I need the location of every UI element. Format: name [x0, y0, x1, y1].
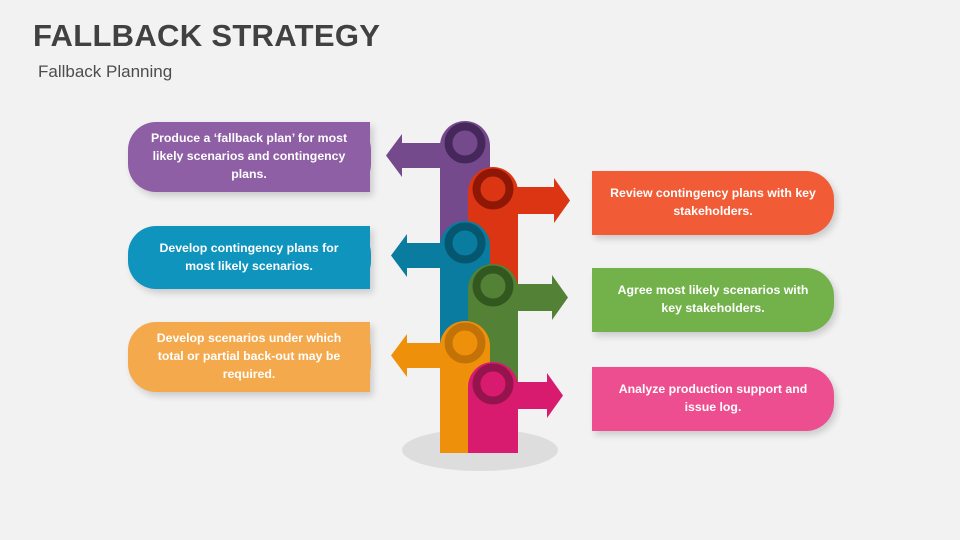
bar-red [468, 167, 570, 453]
bar-green-body [468, 264, 518, 453]
page-subtitle: Fallback Planning [38, 62, 173, 81]
bar-pink [468, 362, 563, 453]
card-agree-scenarios[interactable]: Agree most likely scenarios with key sta… [591, 268, 834, 332]
bar-orange-ring [444, 322, 486, 364]
bar-purple-arrow [386, 134, 466, 177]
card-label: Review contingency plans with key stakeh… [610, 186, 816, 218]
bar-orange-arrow [391, 334, 466, 377]
bar-red-body [468, 167, 518, 453]
card-review-contingency-plans[interactable]: Review contingency plans with key stakeh… [591, 171, 834, 235]
card-label: Develop contingency plans for most likel… [159, 240, 339, 273]
bar-orange-body [440, 321, 490, 453]
bar-green [468, 264, 568, 453]
bar-purple [386, 121, 490, 453]
card-label: Produce a ‘fallback plan’ for most likel… [150, 131, 348, 181]
bar-purple-ring [444, 122, 486, 164]
card-label: Develop scenarios under which total or p… [156, 331, 342, 381]
bar-red-ring [472, 168, 514, 210]
page-title: FALLBACK STRATEGY [33, 18, 381, 53]
bar-purple-body [440, 121, 490, 453]
card-produce-fallback-plan[interactable]: Produce a ‘fallback plan’ for most likel… [128, 122, 371, 192]
card-develop-contingency-plans[interactable]: Develop contingency plans for most likel… [128, 226, 371, 289]
bar-blue-arrow [391, 234, 466, 277]
bar-blue [391, 221, 490, 453]
bar-orange [391, 321, 490, 453]
card-develop-scenarios[interactable]: Develop scenarios under which total or p… [128, 322, 371, 392]
bar-green-ring [472, 265, 514, 307]
bar-pink-ring [472, 363, 514, 405]
card-analyze-production-support[interactable]: Analyze production support and issue log… [591, 367, 834, 431]
card-label: Analyze production support and issue log… [618, 382, 808, 414]
bar-pink-body [468, 362, 518, 453]
bar-blue-ring [444, 222, 486, 264]
bar-blue-body [440, 221, 490, 453]
card-label: Agree most likely scenarios with key sta… [617, 283, 809, 315]
bar-green-arrow [494, 275, 568, 320]
base-shadow-ellipse [402, 429, 558, 471]
bar-pink-arrow [494, 373, 563, 418]
bar-red-arrow [494, 178, 570, 223]
